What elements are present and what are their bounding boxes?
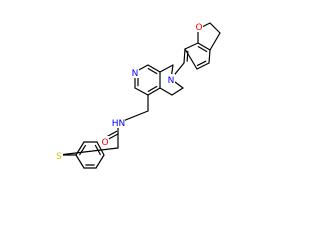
bond-ch2b-s [58,147,119,156]
atom-s-thio: S [55,150,63,162]
bond-c6-c5 [171,87,184,96]
bond-bzD-bzE [208,49,211,64]
atom-o-furan: O [195,21,203,33]
bond-bzA-bzB [183,48,186,64]
bond-pyC4-pyC3 [134,87,149,96]
atom-n-pyridine-label: N [132,69,139,79]
bond-pyC1-pyC8a [147,64,161,73]
bond-phC-phD [96,141,105,156]
bond-double-phA-phB [79,144,86,156]
atom-n-pyridine: N [131,67,139,79]
bond-double-bzE-bzF [196,60,207,67]
bond-bzE-bzF [196,62,210,70]
bond-phD-phE [95,154,105,169]
atom-label-layer: HN O S N N O [55,21,203,162]
bond-bzC-bzD [197,42,211,51]
bond-c5-pyC4a [159,87,173,96]
bond-phA-phB [75,141,85,156]
bond-layer [58,22,221,169]
atom-n-ring: N [167,74,175,86]
atom-o-furan-label: O [195,23,202,33]
bond-double-pyC1-pyC8a [147,68,158,75]
bond-pyC8a-c8 [159,64,174,73]
atom-n-ring-label: N [168,76,175,86]
molecule-structure: HN O S N N O [55,21,221,169]
bond-fC2-fC3 [209,22,221,34]
bond-bzF-bzB [184,48,198,70]
atom-n-amide: HN [112,117,126,129]
atom-o-carbonyl: O [101,136,109,148]
bond-phF-phA [75,154,85,169]
bond-double-pyC4a-pyC4 [147,85,158,92]
molecule-diagram: HN O S N N O [55,21,221,169]
atom-n-amide-label: HN [112,119,126,129]
bond-bzB-bzC [184,42,199,50]
atom-o-carbonyl-label: O [101,138,108,148]
bond-double-bzC-bzD [197,46,208,53]
bond-double-bzA-bzB [186,50,189,62]
atom-s-thio-label: S [56,152,62,162]
bond-fC3-bzD [209,32,221,51]
bond-pyC4a-pyC4 [147,87,161,96]
bond-double-phC-phD [94,144,101,156]
